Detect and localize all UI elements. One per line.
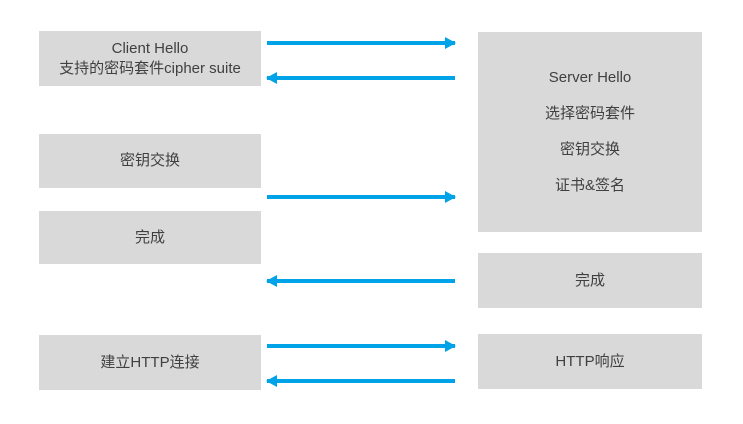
http-connect-label: 建立HTTP连接	[100, 353, 200, 371]
http-response-label: HTTP响应	[555, 352, 625, 370]
http-response-box: HTTP响应	[478, 334, 702, 389]
key-exchange-label: 密钥交换	[119, 152, 180, 169]
server-hello-line4: 证书&签名	[554, 177, 625, 194]
arrow-left-server-hello-icon	[266, 72, 455, 84]
server-hello-line2: 选择密码套件	[544, 105, 635, 122]
key-exchange-box: 密钥交换	[39, 134, 261, 188]
server-finished-box: 完成	[478, 253, 702, 308]
arrow-right-client-hello-icon	[267, 37, 456, 49]
client-finished-box: 完成	[39, 211, 261, 264]
server-hello-line3: 密钥交换	[559, 141, 620, 158]
client-finished-label: 完成	[134, 228, 165, 246]
server-hello-box: Server Hello 选择密码套件 密钥交换 证书&签名	[478, 32, 702, 232]
client-hello-box: Client Hello 支持的密码套件cipher suite	[39, 31, 261, 86]
http-connect-box: 建立HTTP连接	[39, 335, 261, 390]
arrow-right-http-request-icon	[267, 340, 456, 352]
arrow-right-key-exchange-icon	[267, 191, 456, 203]
client-hello-line2: 支持的密码套件cipher suite	[59, 59, 241, 77]
arrow-left-server-finished-icon	[266, 275, 455, 287]
server-finished-label: 完成	[574, 271, 605, 289]
client-hello-line1: Client Hello	[111, 39, 189, 57]
server-hello-line1: Server Hello	[548, 69, 632, 86]
arrow-left-http-response-icon	[266, 375, 455, 387]
